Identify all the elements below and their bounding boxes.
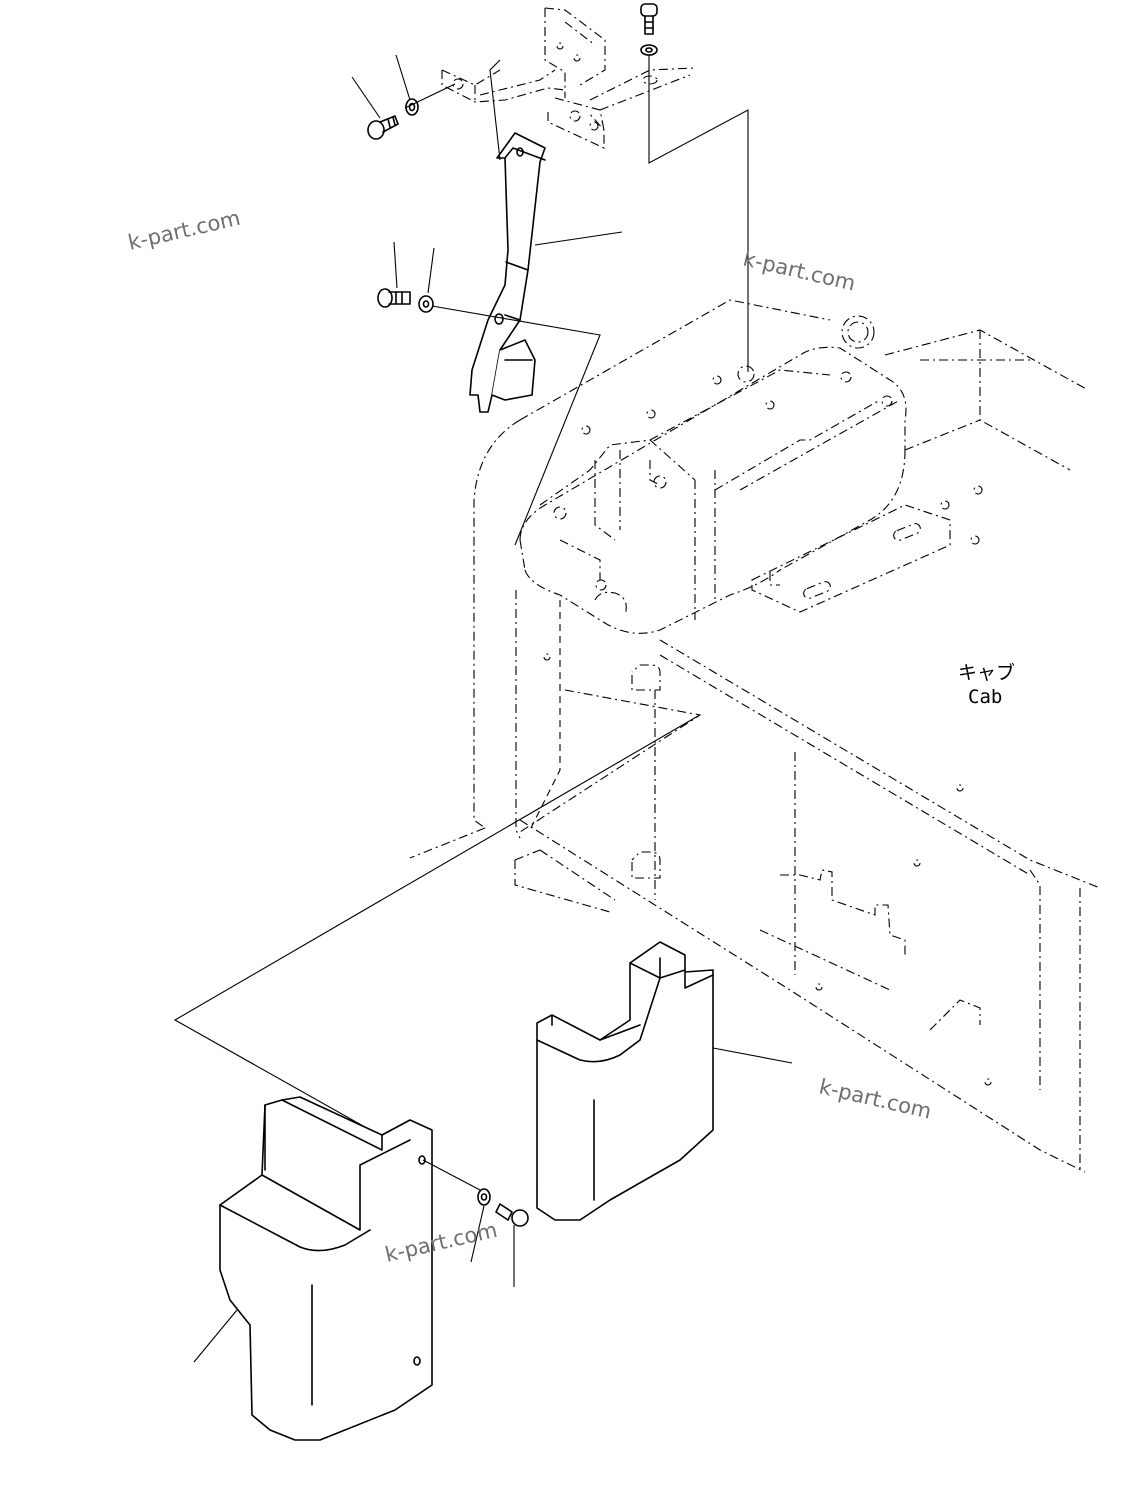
leader-cover [173,715,699,1159]
stay-bracket [469,132,623,413]
watermark: k-part.com [741,246,858,295]
washer-icon [477,1188,491,1206]
console-tray-phantom [519,346,907,634]
cab-label-jp: キャブ [958,661,1015,684]
bolt-icon [377,288,411,308]
bolt-icon [495,1203,529,1227]
cab-label: キャブ Cab [958,661,1015,708]
leader-top [648,55,749,372]
cover-right [536,941,793,1221]
cover-left [193,1096,433,1441]
cab-floor-phantom [409,299,1101,1173]
top-bolt-group [351,3,658,140]
watermark: k-part.com [126,206,243,255]
leader-stay [489,59,501,161]
lower-bolt-group [422,1159,529,1287]
cab-label-en: Cab [968,686,1002,708]
middle-bolt-group [377,241,601,546]
bolt-icon [367,115,399,140]
top-bracket-phantom [441,7,696,149]
washer-icon [418,295,434,313]
watermark: k-part.com [817,1074,934,1123]
